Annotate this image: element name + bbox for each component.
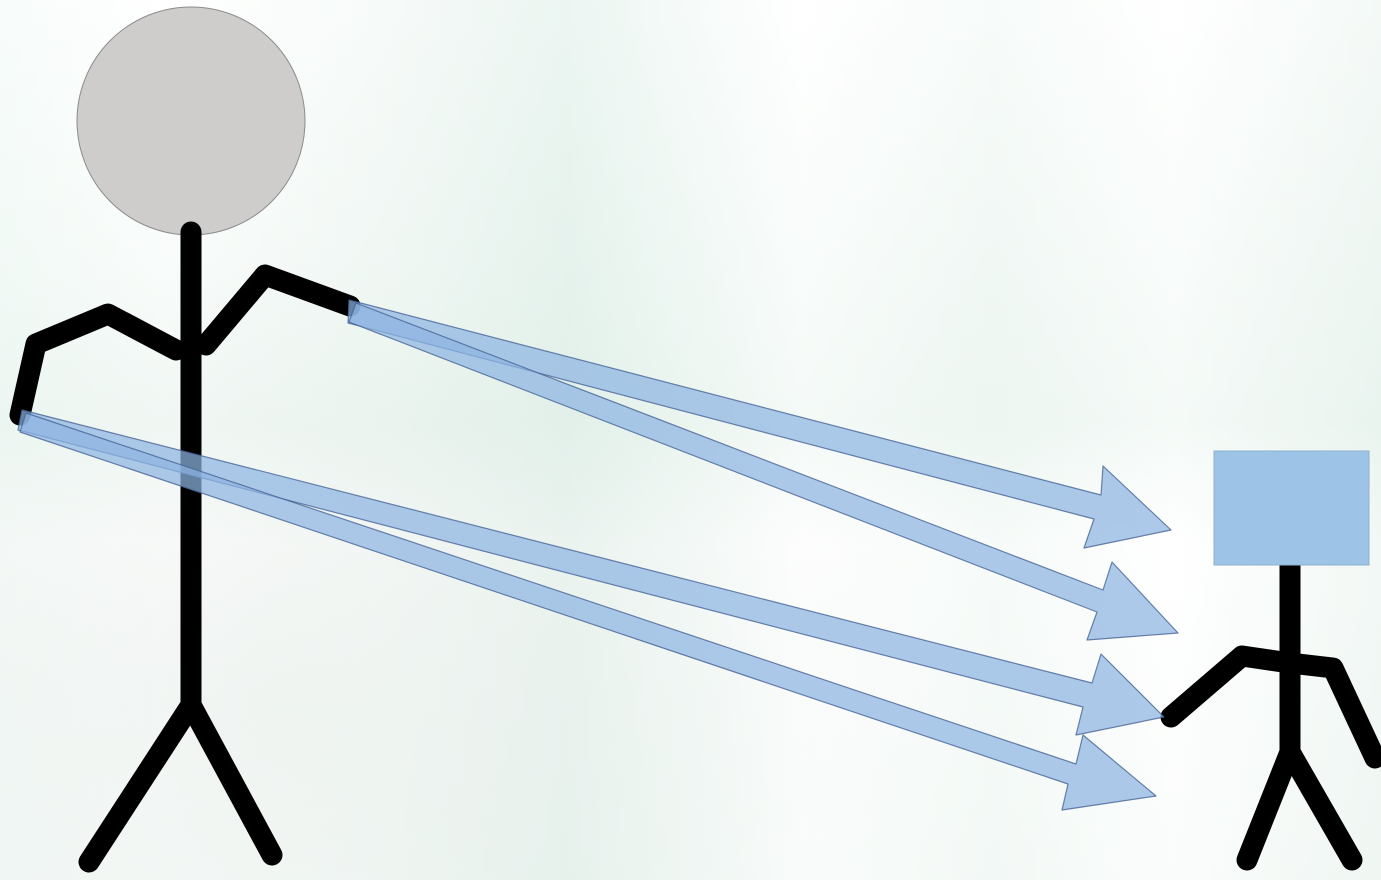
- small-figure-left-leg: [1236, 741, 1301, 871]
- arrow-1: [347, 299, 1172, 549]
- small-stick-figure: [1160, 450, 1381, 871]
- large-figure-left-leg: [78, 694, 202, 873]
- arrow-4: [19, 412, 1157, 811]
- small-figure-head: [1213, 450, 1370, 566]
- small-figure-right-leg: [1279, 741, 1363, 871]
- large-stick-figure: [9, 6, 361, 873]
- large-figure-right-leg: [180, 694, 283, 866]
- arrows: [17, 299, 1179, 811]
- arrow-2: [348, 302, 1179, 641]
- small-figure-right-arm: [1279, 652, 1381, 769]
- large-figure-left-arm: [9, 303, 187, 426]
- small-figure-left-arm: [1160, 645, 1301, 728]
- large-figure-head: [76, 6, 306, 236]
- large-figure-right-arm: [195, 264, 361, 356]
